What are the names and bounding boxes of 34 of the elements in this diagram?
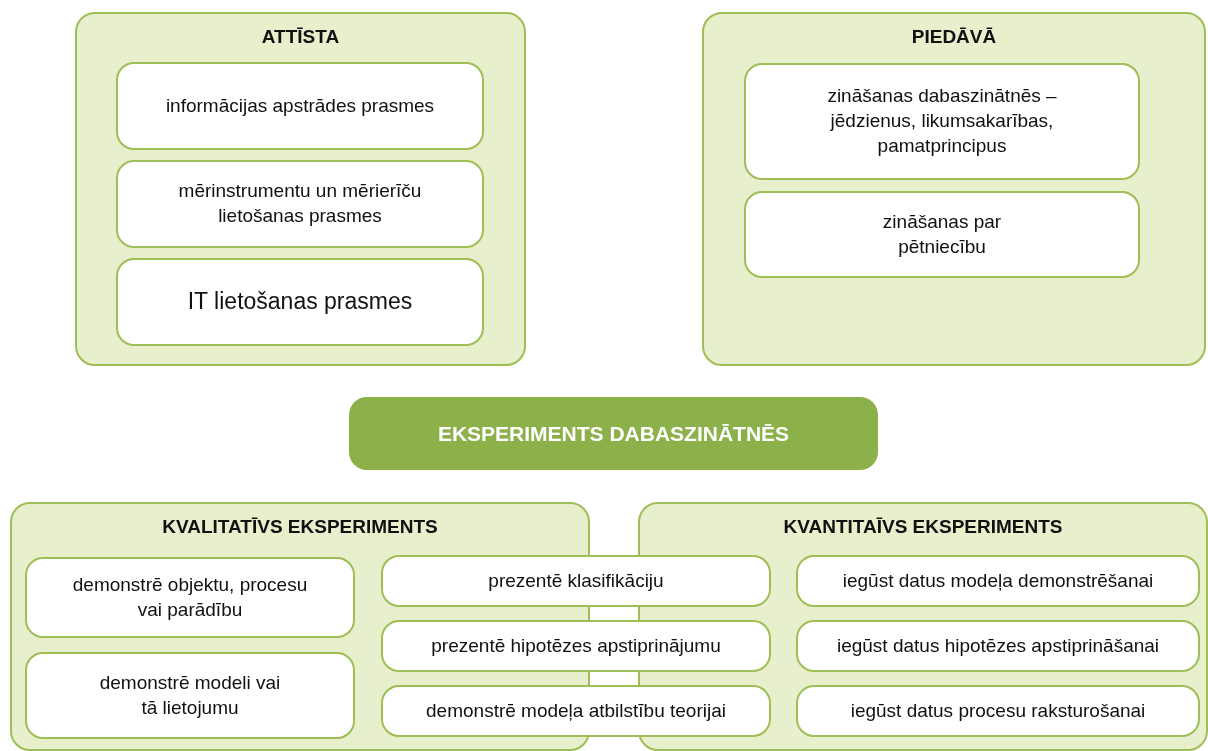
box-text: zināšanas par pētniecību [882, 209, 1002, 259]
box-text: informācijas apstrādes prasmes [165, 93, 435, 118]
group-panel [702, 12, 1206, 366]
box-text: iegūst datus hipotēzes apstiprināšanai [836, 633, 1160, 658]
panel-heading: KVANTITAĪVS EKSPERIMENTS [782, 516, 1064, 538]
text-box [116, 160, 484, 248]
box-text: prezentē hipotēzes apstiprinājumu [431, 633, 721, 658]
text-box [381, 555, 771, 607]
text-box [381, 620, 771, 672]
box-text: iegūst datus procesu raksturošanai [850, 698, 1146, 723]
group-panel [75, 12, 526, 366]
text-box [796, 620, 1200, 672]
panel-heading: KVALITATĪVS EKSPERIMENTS [161, 516, 439, 538]
text-box [116, 62, 484, 150]
box-text: demonstrē objektu, procesu vai parādību [71, 572, 309, 622]
box-text: demonstrē modeli vai tā lietojumu [98, 670, 282, 720]
box-text: prezentē klasifikāciju [488, 568, 664, 593]
text-box [381, 685, 771, 737]
box-text: IT lietošanas prasmes [187, 287, 413, 317]
title-banner [349, 397, 878, 470]
box-text: iegūst datus modeļa demonstrēšanai [842, 568, 1154, 593]
text-box [116, 258, 484, 346]
box-text: demonstrē modeļa atbilstību teorijai [426, 698, 726, 723]
text-box [25, 557, 355, 638]
box-text: mērinstrumentu un mērierīču lietošanas prasmes [177, 179, 423, 228]
text-box [744, 63, 1140, 180]
text-box [796, 685, 1200, 737]
banner-title: EKSPERIMENTS DABASZINĀTNĒS [437, 421, 790, 446]
text-box [796, 555, 1200, 607]
text-box [25, 652, 355, 739]
text-box [744, 191, 1140, 278]
panel-heading: ATTĪSTA [260, 26, 341, 48]
box-text: zināšanas dabaszinātnēs – jēdzienus, likumsakarības, pamatprincipus [826, 84, 1058, 158]
panel-heading: PIEDĀVĀ [910, 26, 998, 48]
